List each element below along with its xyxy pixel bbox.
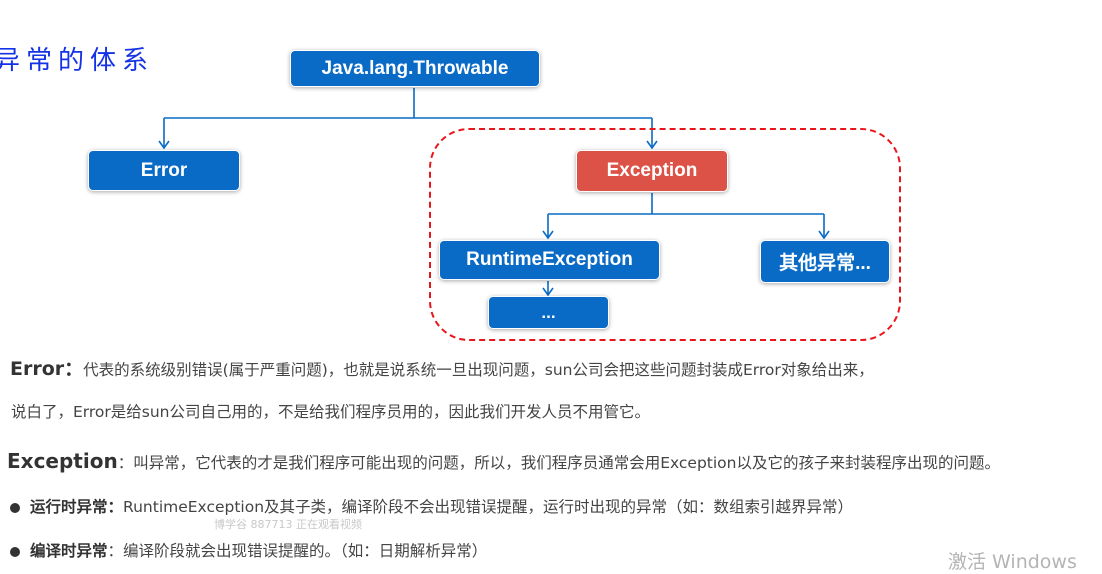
node-runtime-exception: RuntimeException [439, 240, 660, 280]
node-runtime-children: ... [488, 296, 609, 329]
error-description: Error：代表的系统级别错误(属于严重问题)，也就是说系统一旦出现问题，sun… [10, 354, 874, 381]
slide-title: 异常的体系 [0, 46, 155, 76]
arrowhead-other [818, 230, 830, 240]
arrowhead-exception [646, 140, 658, 150]
bullet-runtime-exception: 运行时异常：RuntimeException及其子类，编译阶段不会出现错误提醒，… [10, 495, 853, 517]
connector-root-to-error [163, 117, 652, 148]
activate-windows-watermark: 激活 Windows [948, 551, 1077, 573]
exception-label: Exception [7, 449, 118, 473]
error-label: Error： [10, 358, 84, 380]
node-other-exceptions: 其他异常... [760, 240, 890, 283]
arrowhead-error [158, 140, 170, 150]
bullet-text: ：编译阶段就会出现错误提醒的。（如：日期解析异常） [107, 542, 488, 560]
node-exception: Exception [576, 150, 728, 192]
arrowhead-dots [542, 287, 554, 297]
bullet-text: RuntimeException及其子类，编译阶段不会出现错误提醒，运行时出现的… [123, 498, 854, 516]
exception-highlight-box [429, 128, 901, 341]
bullet-icon [10, 502, 20, 513]
node-error: Error [88, 150, 240, 191]
exception-text: ：叫异常，它代表的才是我们程序可能出现的问题，所以，我们程序员通常会用Excep… [117, 454, 1000, 472]
node-throwable: Java.lang.Throwable [290, 50, 540, 87]
error-description-2: 说白了，Error是给sun公司自己用的，不是给我们程序员用的，因此我们开发人员… [11, 403, 651, 421]
error-text: 代表的系统级别错误(属于严重问题)，也就是说系统一旦出现问题，sun公司会把这些… [83, 361, 874, 379]
arrowhead-runtime [542, 230, 554, 240]
connector-exception-branches [547, 213, 825, 238]
bullet-label: 编译时异常 [30, 542, 108, 560]
bullet-label: 运行时异常： [30, 498, 124, 516]
viewer-watermark: 博学谷 887713 正在观看视频 [214, 518, 362, 531]
bullet-icon [10, 546, 20, 557]
bullet-checked-exception: 编译时异常：编译阶段就会出现错误提醒的。（如：日期解析异常） [10, 539, 487, 561]
exception-description: Exception：叫异常，它代表的才是我们程序可能出现的问题，所以，我们程序员… [7, 449, 1000, 473]
